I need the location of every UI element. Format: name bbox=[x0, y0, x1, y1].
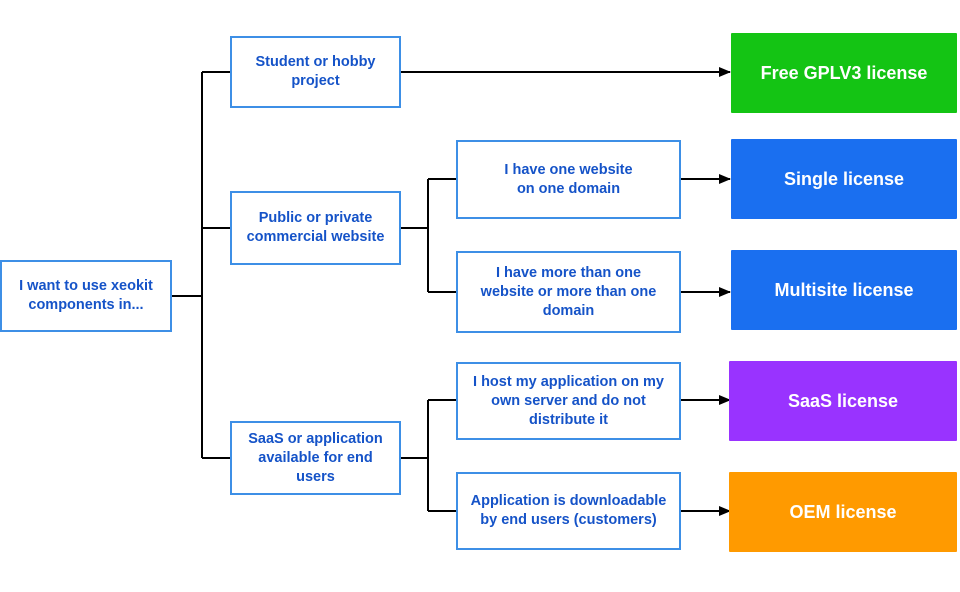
category-node-saas: SaaS or application available for end us… bbox=[230, 421, 401, 495]
license-gplv3-label: Free GPLV3 license bbox=[760, 62, 928, 83]
root-node-label: I want to use xeokit components in... bbox=[19, 278, 153, 313]
license-multisite-label: Multisite license bbox=[774, 279, 914, 300]
condition-node-multi-site: I have more than one website or more tha… bbox=[456, 251, 681, 333]
condition-node-downloadable-label: Application is downloadable by end users… bbox=[470, 493, 667, 528]
license-single-label: Single license bbox=[783, 168, 905, 189]
license-multisite: Multisite license bbox=[731, 250, 957, 330]
license-oem: OEM license bbox=[729, 472, 957, 552]
license-saas-label: SaaS license bbox=[787, 390, 899, 411]
condition-node-self-host: I host my application on my own server a… bbox=[456, 362, 681, 440]
category-node-saas-label: SaaS or application available for end us… bbox=[248, 430, 383, 485]
condition-node-self-host-label: I host my application on my own server a… bbox=[473, 373, 664, 428]
category-node-website: Public or private commercial website bbox=[230, 191, 401, 265]
condition-node-one-site-label: I have one website on one domain bbox=[504, 161, 633, 197]
category-node-website-label: Public or private commercial website bbox=[246, 210, 385, 245]
license-saas: SaaS license bbox=[729, 361, 957, 441]
category-node-student-label: Student or hobby project bbox=[255, 54, 376, 89]
condition-node-one-site: I have one website on one domain bbox=[456, 140, 681, 219]
condition-node-multi-site-label: I have more than one website or more tha… bbox=[480, 264, 657, 319]
license-oem-label: OEM license bbox=[789, 501, 897, 522]
license-single: Single license bbox=[731, 139, 957, 219]
license-gplv3: Free GPLV3 license bbox=[731, 33, 957, 113]
category-node-student: Student or hobby project bbox=[230, 36, 401, 108]
root-node: I want to use xeokit components in... bbox=[0, 260, 172, 332]
condition-node-downloadable: Application is downloadable by end users… bbox=[456, 472, 681, 550]
